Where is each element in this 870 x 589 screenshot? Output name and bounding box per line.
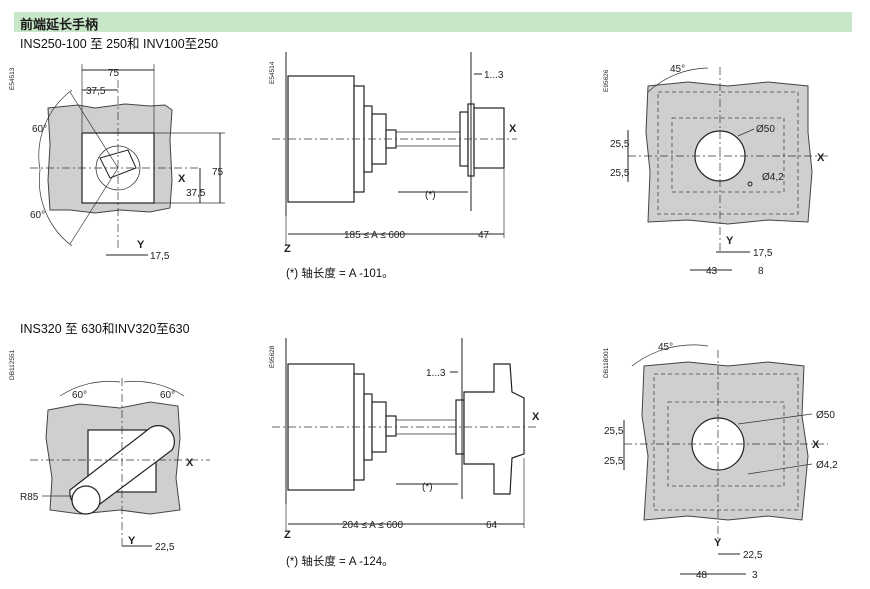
drawing-code: E95628	[269, 345, 276, 368]
dim-offset: 22,5	[155, 542, 175, 553]
axis-x: X	[178, 173, 186, 185]
dim-diameter: Ø50	[816, 410, 835, 421]
dim-half-width: 37,5	[86, 86, 106, 97]
dim-clearance: 1...3	[484, 70, 504, 81]
dim-width: 75	[108, 68, 120, 79]
section-title-1: INS250-100 至 250和 INV100至250	[20, 37, 219, 51]
dim-diameter: Ø50	[756, 124, 775, 135]
axis-x: X	[817, 152, 825, 164]
dim-width: 48	[696, 570, 708, 581]
dim-half-height: 37,5	[186, 188, 206, 199]
note-1: (*) 轴长度 = A -101。	[286, 268, 394, 280]
axis-z: Z	[284, 529, 291, 541]
drawing-code: E95626	[603, 69, 610, 92]
drawing-code: DB118001	[603, 347, 610, 378]
dim-lower-offset: 25,5	[610, 168, 630, 179]
axis-y: Y	[714, 537, 722, 549]
axis-x: X	[509, 123, 517, 135]
dim-offset: 22,5	[743, 550, 763, 561]
dim-angle-left: 60°	[72, 390, 87, 401]
dim-offset: 17,5	[753, 248, 773, 259]
dim-hole: Ø4,2	[816, 460, 838, 471]
dim-shaft-length: (*)	[422, 482, 433, 493]
dim-clearance: 1...3	[426, 368, 446, 379]
dim-range-a: 204 ≤ A ≤ 600	[342, 520, 403, 531]
axis-x: X	[532, 411, 540, 423]
dim-gap: 8	[758, 266, 764, 277]
header-bar	[14, 12, 852, 32]
dim-height: 75	[212, 167, 224, 178]
drawing-cutout-2: DB118001 45° Ø50 25,5 25,5 Ø4,2 X Y 22,5…	[603, 342, 838, 581]
dim-lower-offset: 25,5	[604, 456, 624, 467]
axis-y: Y	[128, 535, 136, 547]
drawing-front-view-2: DB112551 60° 60° X R85 Y 22,5	[9, 349, 210, 553]
drawing-side-view-1: E54514 X 1...3 (*) 185 ≤ A ≤ 600 47 Z	[269, 52, 517, 255]
drawing-cutout-1: E95626 45° Ø50 25,5 25,5 Ø4,2 X Y 17,5 4…	[603, 64, 828, 277]
drawing-code: E54513	[9, 67, 16, 90]
dim-hole: Ø4,2	[762, 172, 784, 183]
dim-shaft-length: (*)	[425, 190, 436, 201]
axis-x: X	[186, 457, 194, 469]
note-2: (*) 轴长度 = A -124。	[286, 556, 394, 568]
dim-depth: 64	[486, 520, 498, 531]
dim-offset: 17,5	[150, 251, 170, 262]
axis-z: Z	[284, 243, 291, 255]
section-title-2: INS320 至 630和INV320至630	[20, 322, 190, 336]
drawing-side-view-2: E95628 X 1...3 (*) 204 ≤ A ≤ 600 64 Z	[269, 338, 540, 541]
dim-angle-top: 60°	[32, 124, 47, 135]
drawing-code: DB112551	[9, 349, 16, 380]
page-title: 前端延长手柄	[20, 17, 99, 32]
dim-angle: 45°	[658, 342, 673, 353]
drawing-front-view-1: E54513 75 37,5 60° 60° 75 37,5 X Y 17,5	[9, 64, 225, 262]
axis-x: X	[812, 439, 820, 451]
dim-angle-bottom: 60°	[30, 210, 45, 221]
dim-range-a: 185 ≤ A ≤ 600	[344, 230, 405, 241]
axis-y: Y	[137, 239, 145, 251]
dim-angle-right: 60°	[160, 390, 175, 401]
axis-y: Y	[726, 235, 734, 247]
dim-upper-offset: 25,5	[604, 426, 624, 437]
dim-angle: 45°	[670, 64, 685, 75]
drawing-code: E54514	[269, 61, 276, 84]
dim-upper-offset: 25,5	[610, 139, 630, 150]
dim-width: 43	[706, 266, 718, 277]
dim-radius: R85	[20, 492, 39, 503]
dim-depth: 47	[478, 230, 490, 241]
dim-gap: 3	[752, 570, 758, 581]
